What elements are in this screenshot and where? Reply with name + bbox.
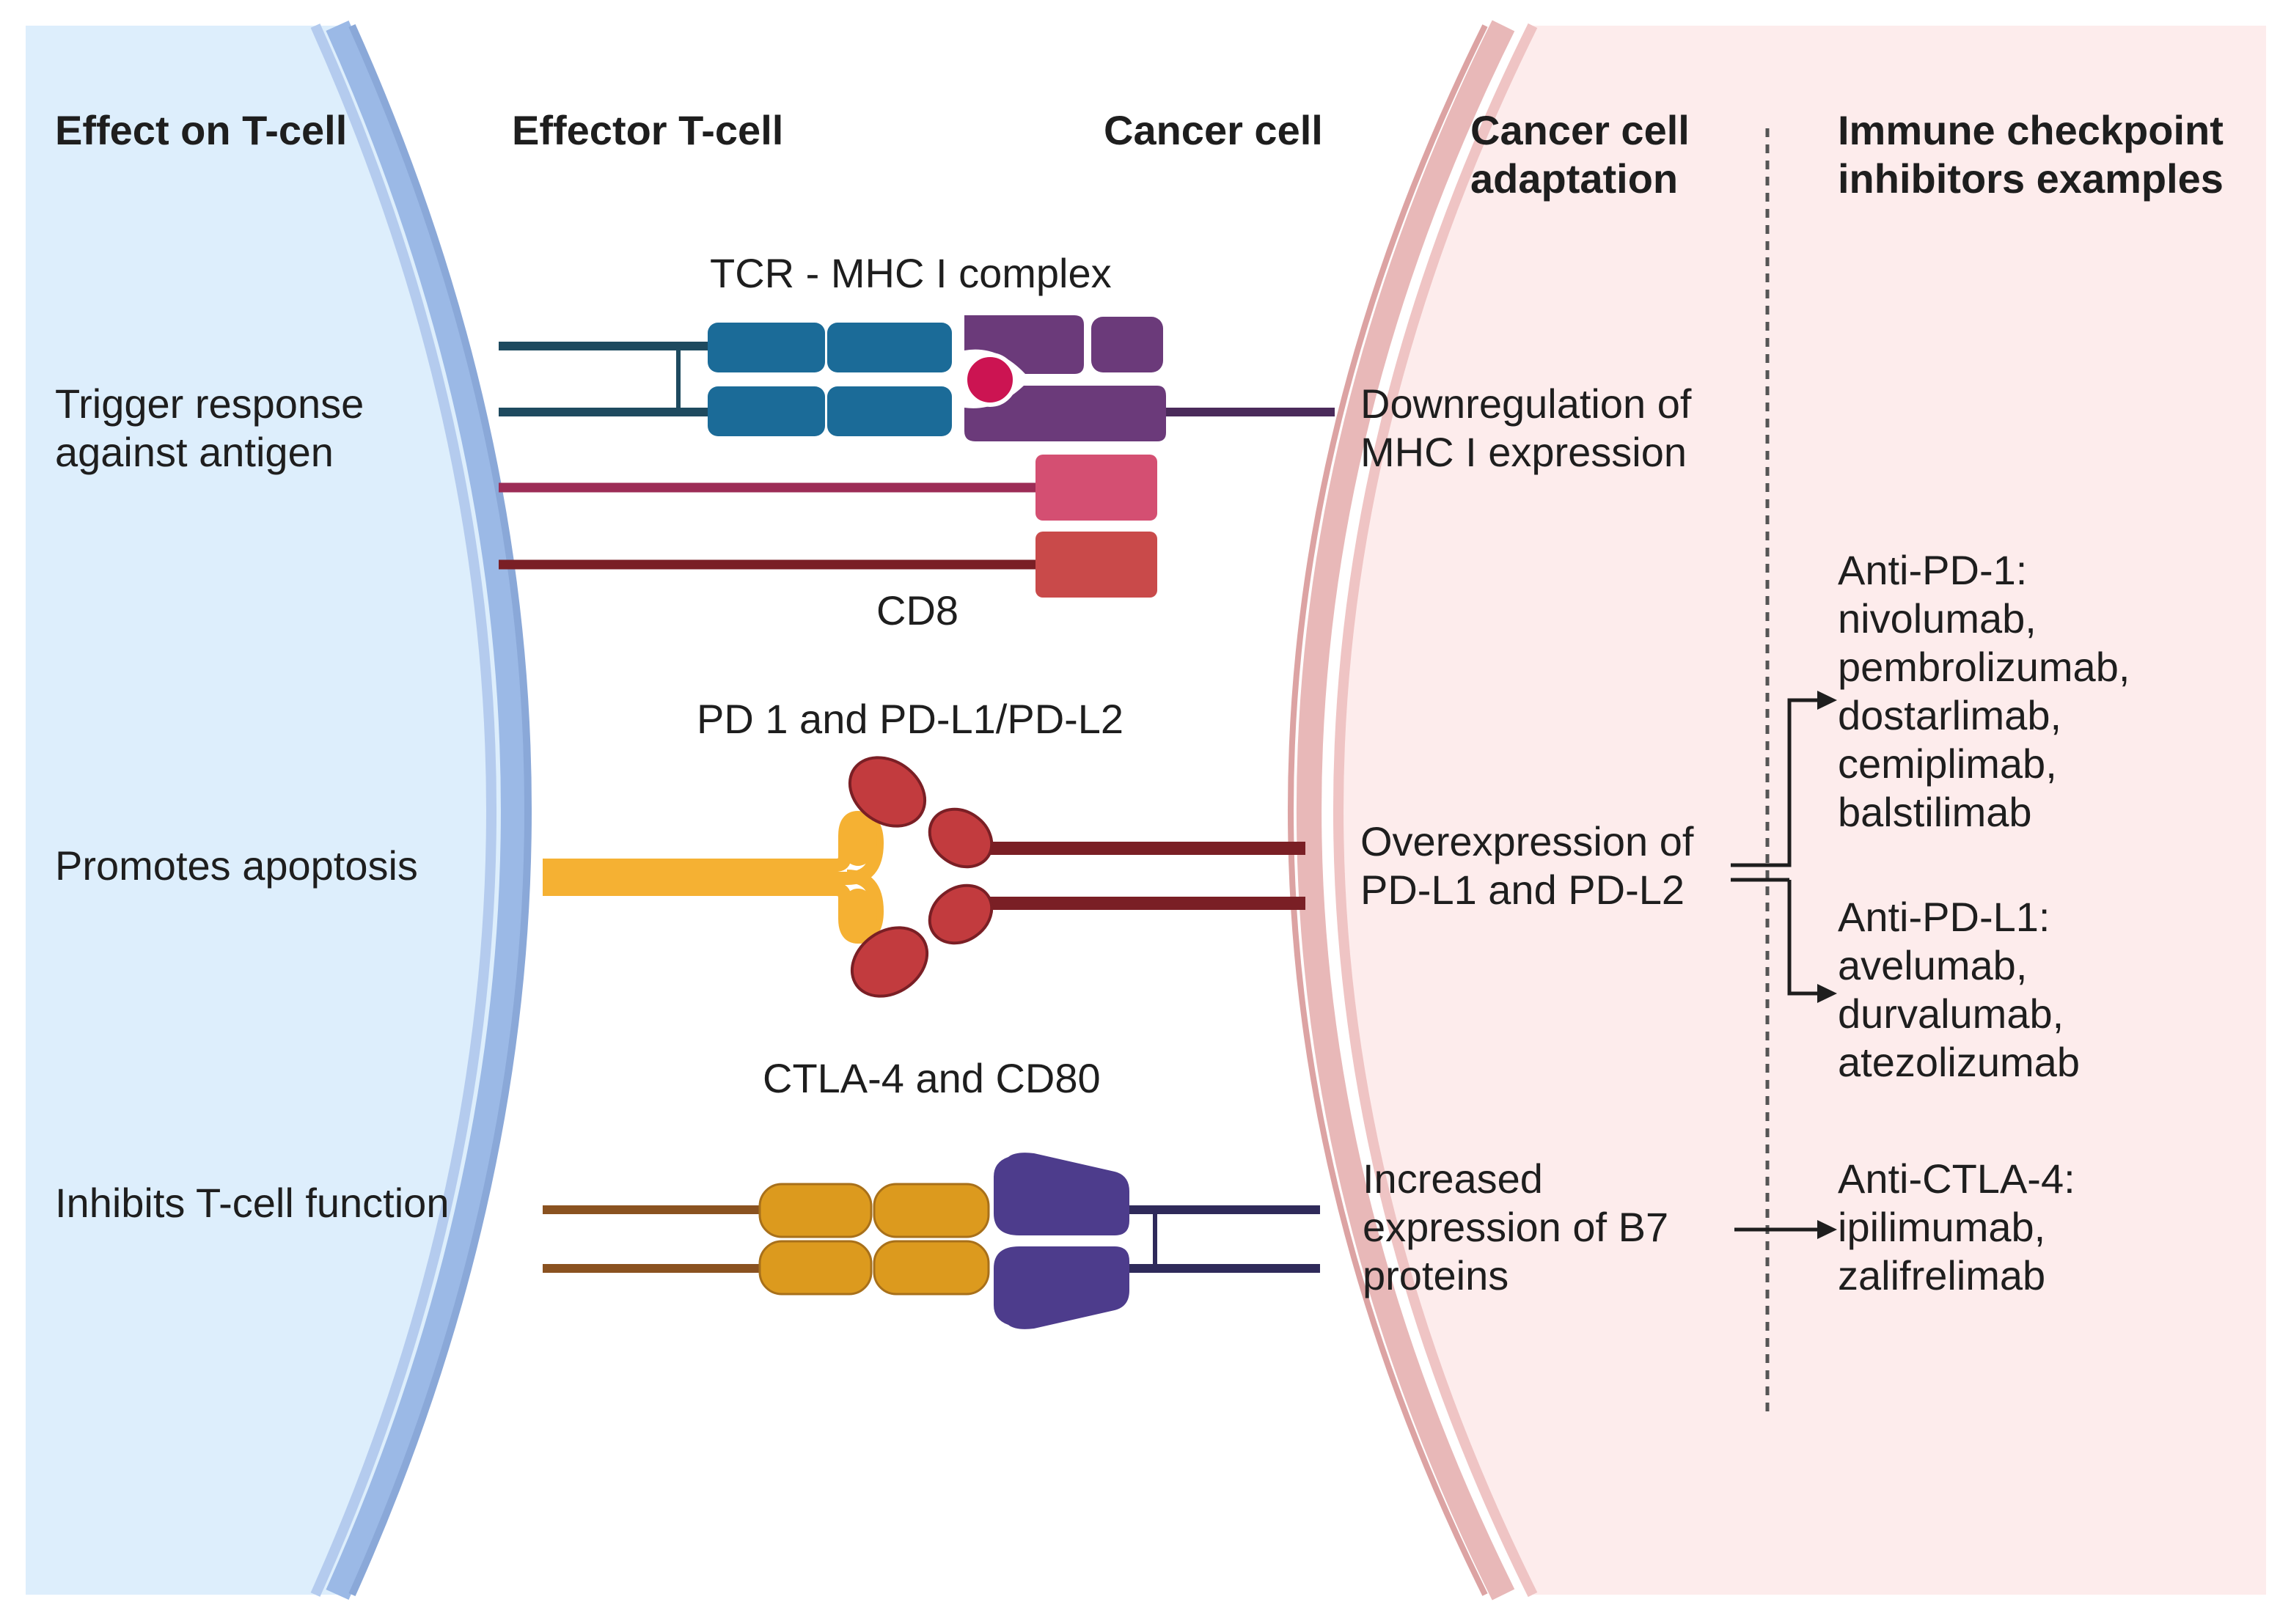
tcr-domain <box>827 323 952 372</box>
header-cancer-cell-adaptation: Cancer cell adaptation <box>1470 107 1690 202</box>
mhc-domain <box>1091 317 1163 372</box>
mhc-domain-top <box>964 315 1084 374</box>
pd1-receptor-lower <box>543 870 884 944</box>
label-ctla4-cd80: CTLA-4 and CD80 <box>763 1055 1101 1101</box>
pd1-domain <box>839 813 877 866</box>
cancer-cell-membrane-outer-edge <box>1288 24 1488 1596</box>
ctla4-domain <box>873 1183 990 1238</box>
cancer-cell-membrane-inner <box>1333 23 1538 1598</box>
adaptation-b7-increase: Increased expression of B7 proteins <box>1363 1155 1669 1298</box>
t-cell <box>26 21 532 1600</box>
header-effector-t-cell: Effector T-cell <box>512 107 784 153</box>
arrow-head-anti-ctla4 <box>1817 1220 1837 1239</box>
cd8-beta-domain <box>1035 532 1157 598</box>
inhibitors-anti-pdl1: Anti-PD-L1: avelumab, durvalumab, atezol… <box>1838 894 2080 1085</box>
t-cell-membrane-outer <box>326 21 526 1600</box>
effect-inhibits-t-cell: Inhibits T-cell function <box>55 1180 450 1226</box>
label-pd1-pdl: PD 1 and PD-L1/PD-L2 <box>697 696 1124 742</box>
tcr-domain <box>827 386 952 436</box>
tcr-domain <box>708 386 825 436</box>
pdl1-domain-outer <box>848 756 927 828</box>
arrow-to-anti-pd1 <box>1775 698 1819 867</box>
effect-trigger-response: Trigger response against antigen <box>55 381 364 475</box>
pdl2-domain-outer <box>850 926 929 998</box>
t-cell-membrane-inner <box>310 23 496 1597</box>
inhibitors-anti-pd1: Anti-PD-1: nivolumab, pembrolizumab, dos… <box>1838 547 2130 835</box>
mhc-heavy-chain <box>964 386 1166 441</box>
label-cd8: CD8 <box>876 587 959 633</box>
ctla4-domain <box>873 1240 990 1296</box>
antigen-peptide <box>963 353 1017 407</box>
header-effect-on-t-cell: Effect on T-cell <box>55 107 348 153</box>
ctla4-domain <box>758 1240 873 1296</box>
ctla4-domain <box>758 1183 873 1238</box>
pdl2-domain-inner <box>928 883 994 945</box>
header-cancer-cell: Cancer cell <box>1104 107 1323 153</box>
cancer-cell-body <box>1338 26 2266 1595</box>
adaptation-mhc-downregulation: Downregulation of MHC I expression <box>1360 381 1692 475</box>
ctla4-cd80-complex <box>543 1153 1320 1329</box>
cancer-cell-membrane <box>1297 20 1515 1601</box>
cd8-alpha-domain <box>1035 455 1157 521</box>
arrow-to-anti-pdl1 <box>1787 880 1819 996</box>
tcr-domain <box>708 323 825 372</box>
t-cell-membrane-outer-edge <box>348 23 532 1597</box>
effect-promotes-apoptosis: Promotes apoptosis <box>55 842 418 889</box>
pd1-domain <box>839 889 877 941</box>
tcr-mhc-complex <box>499 315 1335 598</box>
arrow-head-anti-pd1 <box>1817 691 1837 710</box>
inhibitors-anti-ctla4: Anti-CTLA-4: ipilimumab, zalifrelimab <box>1838 1155 2075 1298</box>
t-cell-body <box>26 26 513 1595</box>
header-immune-checkpoint-inhibitors: Immune checkpoint inhibitors examples <box>1838 107 2224 202</box>
inhibitor-arrows <box>1731 691 1837 1239</box>
cd80-domain-bottom <box>994 1246 1129 1329</box>
adaptation-pdl-overexpression: Overexpression of PD-L1 and PD-L2 <box>1360 818 1694 913</box>
pd1-receptor <box>543 811 884 885</box>
arrow-head-anti-pdl1 <box>1817 984 1837 1003</box>
pdl1-domain-inner <box>928 807 994 869</box>
pd1-pdl-complex <box>543 756 1305 998</box>
label-tcr-mhc-complex: TCR - MHC I complex <box>710 250 1112 296</box>
cd80-domain-top <box>994 1153 1129 1235</box>
cancer-cell <box>1288 20 2266 1601</box>
